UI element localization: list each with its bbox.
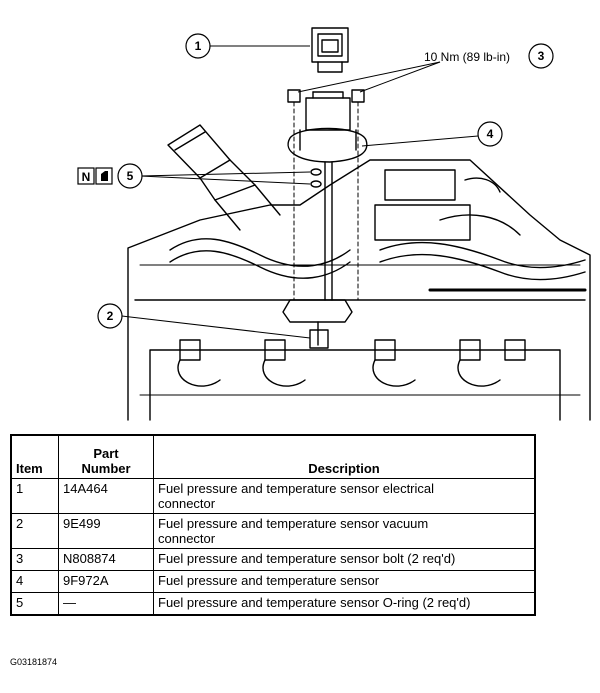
note-symbol-new-part: N xyxy=(77,167,95,185)
callout-2-label: 2 xyxy=(107,309,114,323)
coil-packs xyxy=(177,339,526,387)
engine-block xyxy=(127,159,591,421)
note-symbol-n: N xyxy=(82,170,91,184)
callout-4-label: 4 xyxy=(487,127,494,141)
callout-3-label: 3 xyxy=(538,49,545,63)
table-row: 5 — Fuel pressure and temperature sensor… xyxy=(10,592,536,616)
desc-line2: connector xyxy=(158,531,216,546)
header-part-line1: Part xyxy=(93,446,119,461)
figure-id: G03181874 xyxy=(10,657,58,667)
desc-line1: Fuel pressure and temperature sensor vac… xyxy=(158,516,429,531)
leader-line-5a xyxy=(139,171,311,177)
engine-illustration: 1 3 10 Nm (89 lb-in) 4 5 N 2 xyxy=(77,27,591,421)
cell-item: 1 xyxy=(10,478,59,514)
desc-line1: Fuel pressure and temperature sensor ele… xyxy=(158,481,435,496)
intake-runners xyxy=(169,169,587,301)
desc-line2: connector xyxy=(158,496,216,511)
table-row: 1 14A464 Fuel pressure and temperature s… xyxy=(10,478,536,514)
leader-line-5b xyxy=(139,175,311,185)
callout-1-label: 1 xyxy=(195,39,202,53)
leader-line-3b xyxy=(359,61,441,93)
callout-3: 3 xyxy=(528,43,554,69)
cell-description: Fuel pressure and temperature sensor bol… xyxy=(153,548,536,571)
callout-5-label: 5 xyxy=(127,169,134,183)
callout-2: 2 xyxy=(97,303,123,329)
leader-line-4 xyxy=(361,135,479,147)
cell-item: 4 xyxy=(10,570,59,593)
leader-line-3a xyxy=(297,61,441,93)
cell-item: 2 xyxy=(10,513,59,549)
fuel-pressure-sensor-exploded xyxy=(287,27,368,301)
table-row: 3 N808874 Fuel pressure and temperature … xyxy=(10,548,536,571)
table-row: 2 9E499 Fuel pressure and temperature se… xyxy=(10,513,536,549)
cell-description: Fuel pressure and temperature sensor vac… xyxy=(153,513,536,549)
note-symbol-lubricate-icon xyxy=(95,167,113,185)
cell-item: 3 xyxy=(10,548,59,571)
header-part-line2: Number xyxy=(81,461,131,476)
callout-1: 1 xyxy=(185,33,211,59)
header-item: Item xyxy=(10,434,59,479)
callout-5: 5 xyxy=(117,163,143,189)
leader-line-2 xyxy=(121,315,311,339)
torque-spec: 10 Nm (89 lb-in) xyxy=(424,50,510,64)
cell-part-number: 9E499 xyxy=(58,513,154,549)
cell-part-number: 14A464 xyxy=(58,478,154,514)
callout-4: 4 xyxy=(477,121,503,147)
cell-part-number: N808874 xyxy=(58,548,154,571)
header-description: Description xyxy=(153,434,536,479)
cell-description: Fuel pressure and temperature sensor xyxy=(153,570,536,593)
cell-description: Fuel pressure and temperature sensor O-r… xyxy=(153,592,536,616)
cell-description: Fuel pressure and temperature sensor ele… xyxy=(153,478,536,514)
cell-part-number: 9F972A xyxy=(58,570,154,593)
table-row: 4 9F972A Fuel pressure and temperature s… xyxy=(10,570,536,593)
sensor-mount-flange xyxy=(282,299,353,349)
cell-part-number: — xyxy=(58,592,154,616)
cell-item: 5 xyxy=(10,592,59,616)
oil-filler-cap xyxy=(167,124,281,231)
